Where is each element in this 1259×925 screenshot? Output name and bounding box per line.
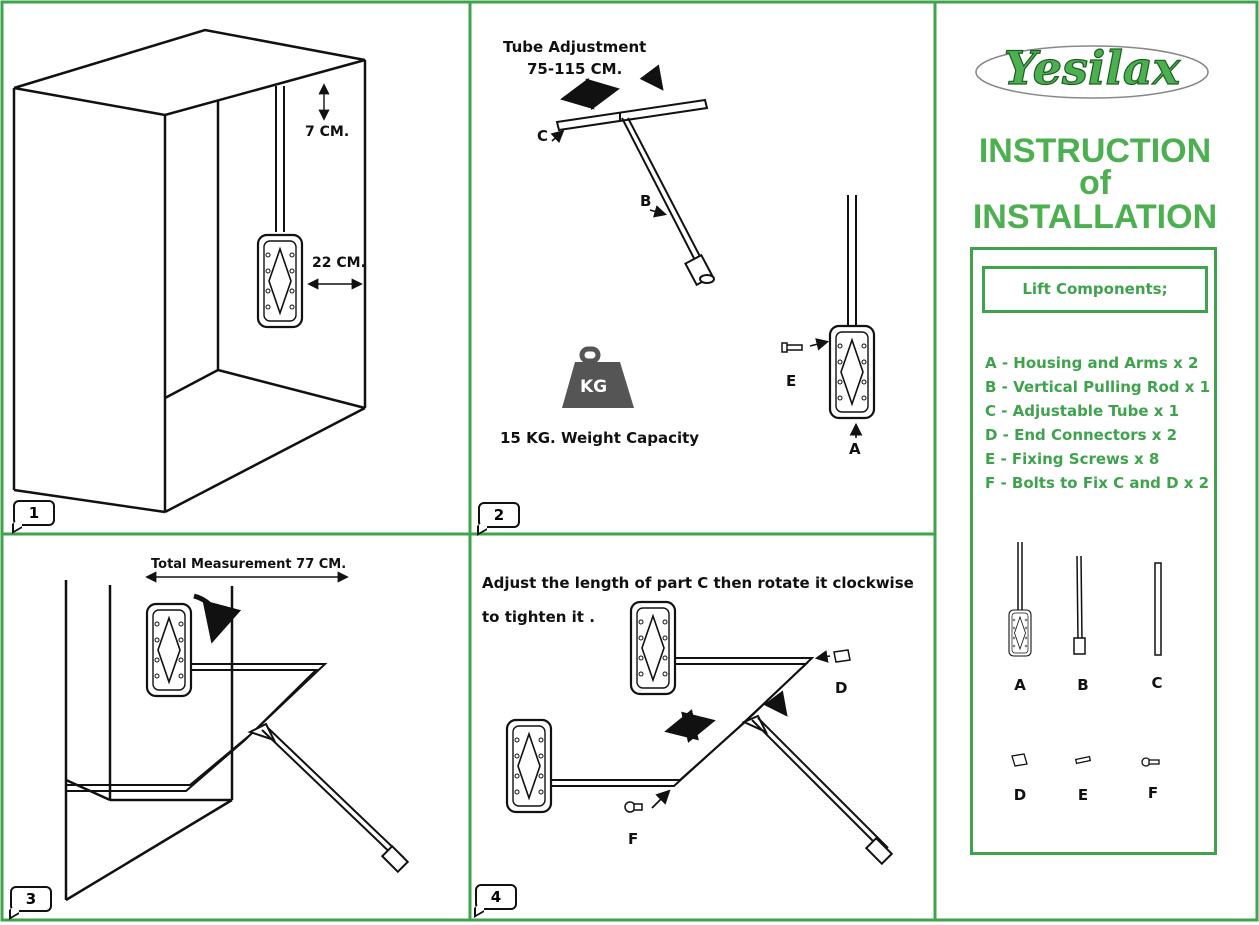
rotate-arrow-icon-4 <box>763 690 788 717</box>
part-b-illustration <box>1073 555 1086 655</box>
logo-art: Yesilax <box>975 40 1209 99</box>
part-f-illustration <box>1141 757 1160 767</box>
title-line-1: INSTRUCTION <box>978 132 1212 170</box>
step-badge-3: 3 <box>10 886 52 912</box>
arrow-e <box>809 338 830 351</box>
component-a: A - Housing and Arms x 2 <box>985 354 1199 372</box>
bolt-icon-f <box>624 801 643 813</box>
dim-label-22cm: 22 CM. <box>312 255 366 271</box>
part-label-e: E <box>1077 786 1089 804</box>
part-e-illustration <box>1074 755 1092 765</box>
title-line-3: INSTALLATION <box>972 198 1218 236</box>
part-label-f: F <box>1147 784 1159 802</box>
rotate-arrow-icon-3 <box>193 593 242 644</box>
component-c: C - Adjustable Tube x 1 <box>985 402 1180 420</box>
part-label-c: C <box>1151 674 1163 692</box>
label-a: A <box>849 440 861 458</box>
label-d: D <box>835 679 848 697</box>
arrow-c <box>550 129 565 144</box>
tube-adjustment-range: 75-115 CM. <box>527 60 623 78</box>
arrow-d <box>814 650 831 663</box>
logo-text: Yesilax <box>1004 41 1181 95</box>
adjustable-tube-drawing <box>555 98 715 287</box>
double-arrow-icon <box>560 77 620 111</box>
component-e: E - Fixing Screws x 8 <box>985 450 1160 468</box>
step-badge-1: 1 <box>13 500 55 526</box>
arrow-f <box>651 789 671 809</box>
arrow-b <box>649 205 668 218</box>
lift-arm-panel-4 <box>550 657 894 866</box>
housing-panel-4-bottom <box>505 718 553 814</box>
component-f: F - Bolts to Fix C and D x 2 <box>985 474 1210 492</box>
part-label-b: B <box>1077 676 1089 694</box>
housing-panel-2 <box>828 195 876 420</box>
step-badge-4: 4 <box>475 884 517 910</box>
brand-logo: Yesilax <box>972 32 1212 104</box>
tube-adjustment-title: Tube Adjustment <box>503 38 647 56</box>
housing-panel-1 <box>256 86 304 329</box>
rotate-arrow-icon <box>639 64 664 91</box>
part-label-a: A <box>1014 676 1026 694</box>
housing-panel-3 <box>145 602 193 698</box>
housing-panel-4-top <box>629 600 677 696</box>
lift-arm-panel-3 <box>66 663 410 874</box>
part-d-illustration <box>1011 753 1028 767</box>
component-d: D - End Connectors x 2 <box>985 426 1178 444</box>
label-f: F <box>628 830 639 848</box>
part-a-illustration <box>1008 542 1032 657</box>
step-badge-2: 2 <box>478 502 520 528</box>
weight-icon <box>562 346 634 408</box>
connector-icon-d <box>833 649 851 663</box>
label-b: B <box>640 192 652 210</box>
components-box <box>970 247 1217 855</box>
part-c-illustration <box>1154 562 1162 656</box>
cabinet-drawing <box>12 28 367 514</box>
component-b: B - Vertical Pulling Rod x 1 <box>985 378 1211 396</box>
instruction-line-1: Adjust the length of part C then rotate … <box>482 574 914 592</box>
title-line-2: of <box>1078 164 1112 202</box>
screw-icon-e <box>781 342 803 353</box>
dim-label-7cm: 7 CM. <box>305 124 350 140</box>
label-e: E <box>786 372 797 390</box>
instruction-line-2: to tighten it . <box>482 608 595 626</box>
weight-icon-label: KG <box>580 377 608 397</box>
part-label-d: D <box>1013 786 1027 804</box>
double-arrow-icon-4 <box>664 709 716 743</box>
cabinet-section-drawing <box>64 580 234 902</box>
label-c: C <box>537 127 549 145</box>
total-measurement-label: Total Measurement 77 CM. <box>151 557 347 572</box>
capacity-text: 15 KG. Weight Capacity <box>500 429 700 447</box>
components-heading: Lift Components; <box>982 266 1208 313</box>
